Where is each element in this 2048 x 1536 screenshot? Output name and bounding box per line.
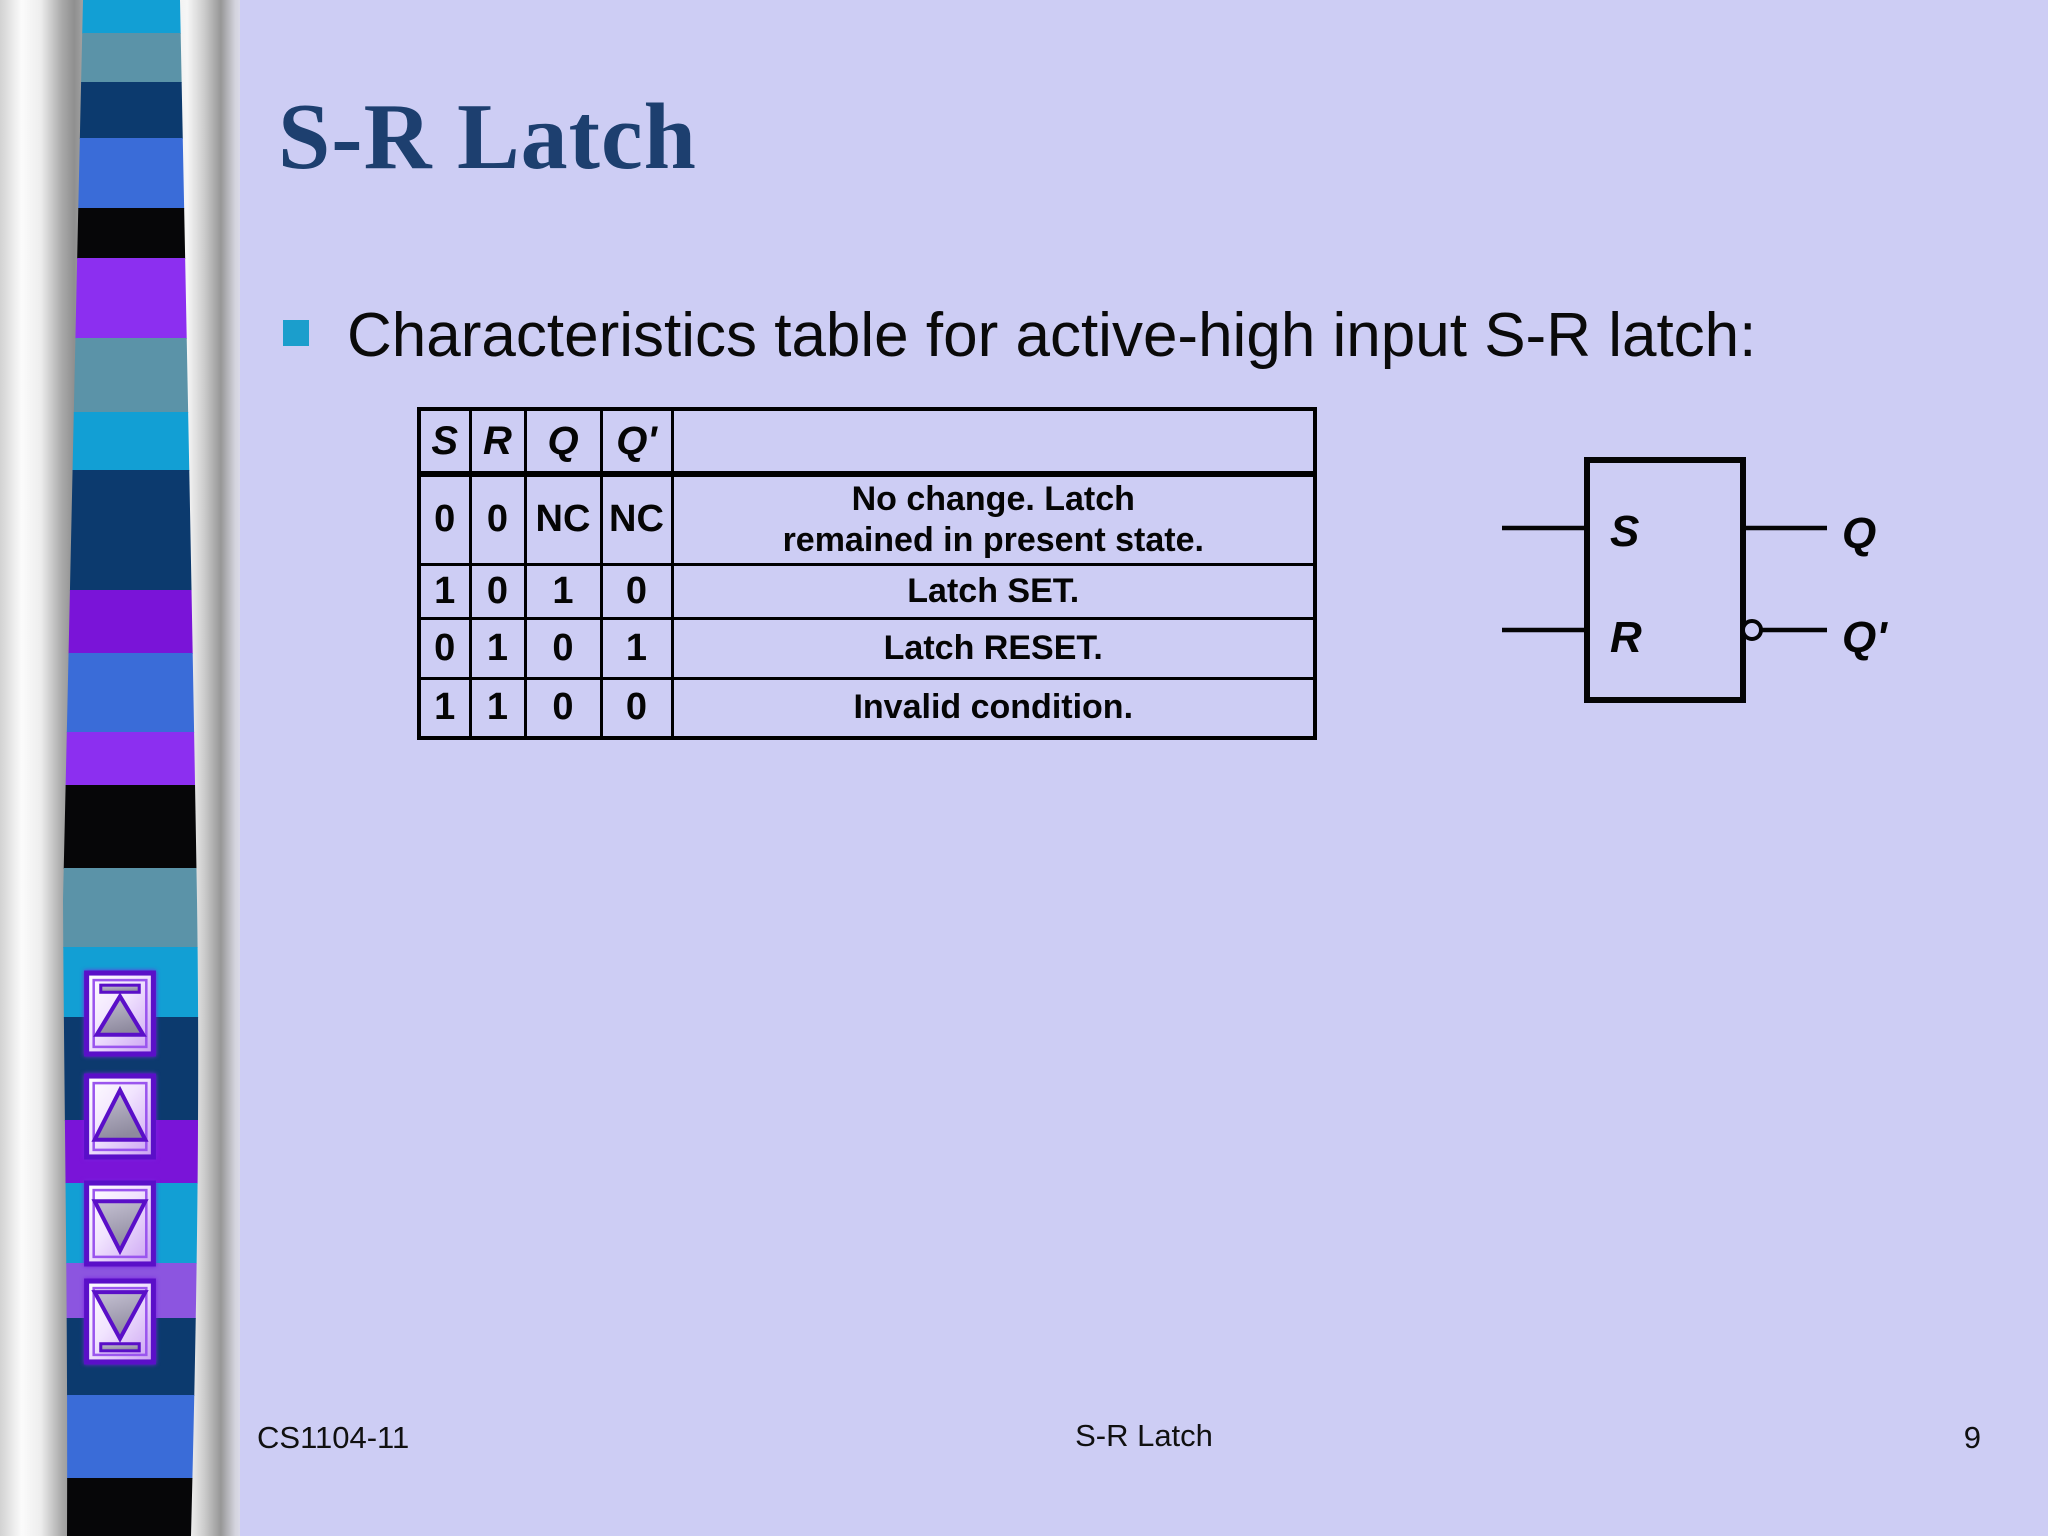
table-cell-q: 0 <box>523 616 603 680</box>
triangle-up-icon <box>91 1085 149 1142</box>
table-cell-s: 1 <box>417 676 472 740</box>
table-cell-desc: No change. Latch remained in present sta… <box>670 472 1317 566</box>
table-cell-s: 0 <box>417 472 472 566</box>
table-cell-q: NC <box>523 472 603 566</box>
table-cell-qp: 1 <box>599 616 674 680</box>
table-header-row: S R Q Q' <box>417 407 1317 477</box>
table-cell-desc: Latch SET. <box>670 562 1317 620</box>
nav-last-button[interactable] <box>83 1278 157 1365</box>
footer-course-code: CS1104-11 <box>257 1420 410 1455</box>
table-cell-s: 1 <box>417 562 472 620</box>
footer-page-number: 9 <box>1963 1420 1981 1455</box>
table-row: 1 1 0 0 Invalid condition. <box>417 676 1317 740</box>
nav-next-button[interactable] <box>83 1180 157 1267</box>
latch-label-s: S <box>1610 507 1639 556</box>
table-row: 0 0 NC NC No change. Latch remained in p… <box>417 472 1317 566</box>
triangle-down-icon <box>91 1199 149 1256</box>
inverter-bubble-icon <box>1741 619 1763 641</box>
table-cell-qp: 0 <box>599 676 674 740</box>
table-row: 1 0 1 0 Latch SET. <box>417 562 1317 620</box>
triangle-up-with-bar-icon <box>93 983 147 1037</box>
table-cell-r: 0 <box>468 472 527 566</box>
table-header-q: Q <box>523 407 603 477</box>
bullet-text: Characteristics table for active-high in… <box>347 301 1757 370</box>
sr-latch-diagram: S R Q Q' <box>1502 457 1888 703</box>
page-title: S-R Latch <box>278 85 697 189</box>
table-cell-r: 1 <box>468 616 527 680</box>
table-cell-q: 0 <box>523 676 603 740</box>
characteristics-table: S R Q Q' 0 0 NC NC No change. Latch rema… <box>417 407 1317 740</box>
nav-previous-button[interactable] <box>83 1073 157 1160</box>
table-cell-qp: NC <box>599 472 674 566</box>
table-cell-s: 0 <box>417 616 472 680</box>
table-header-qp: Q' <box>599 407 674 477</box>
sidebar <box>0 0 240 1536</box>
triangle-down-with-bar-icon <box>91 1290 149 1353</box>
latch-body <box>1584 457 1746 703</box>
bullet-square-icon <box>283 320 309 346</box>
table-header-s: S <box>417 407 472 477</box>
nav-first-button[interactable] <box>83 970 157 1057</box>
table-cell-qp: 0 <box>599 562 674 620</box>
table-cell-desc: Invalid condition. <box>670 676 1317 740</box>
table-header-r: R <box>468 407 527 477</box>
table-row: 0 1 0 1 Latch RESET. <box>417 616 1317 680</box>
table-cell-q: 1 <box>523 562 603 620</box>
latch-label-qprime: Q' <box>1842 613 1888 662</box>
table-cell-r: 0 <box>468 562 527 620</box>
table-cell-desc: Latch RESET. <box>670 616 1317 680</box>
latch-label-q: Q <box>1842 509 1876 558</box>
table-header-desc <box>670 407 1317 477</box>
footer-slide-title: S-R Latch <box>1075 1418 1213 1453</box>
latch-label-r: R <box>1610 613 1642 662</box>
table-cell-r: 1 <box>468 676 527 740</box>
